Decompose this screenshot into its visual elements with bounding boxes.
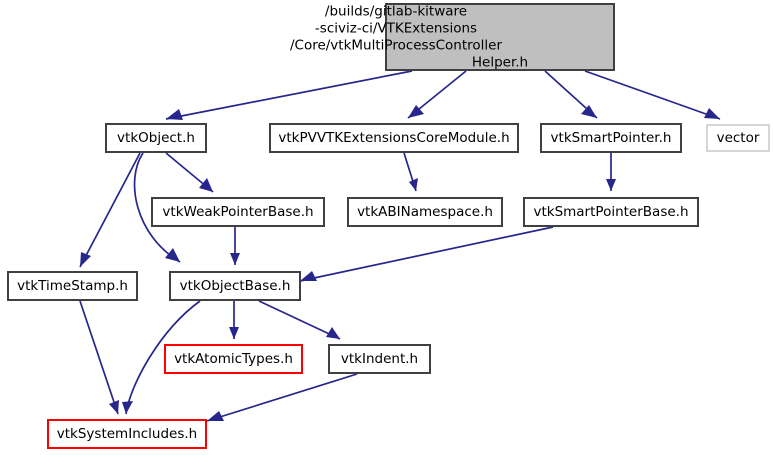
graph-edge-vtkSmartPointer-to-vtkSmartPointerBase [606, 153, 616, 191]
graph-node-vtkObject[interactable]: vtkObject.h [105, 123, 207, 153]
arrowhead-icon [300, 271, 317, 281]
edge-line [79, 300, 119, 415]
arrowhead-icon [122, 401, 133, 414]
node-box [347, 197, 503, 227]
arrowhead-icon [199, 178, 213, 192]
graph-edge-root-to-vtkObject [165, 70, 413, 120]
node-label: vector [717, 130, 760, 146]
graph-edge-vtkObject-to-vtkObjectBase [133, 152, 181, 263]
node-box [269, 123, 519, 153]
graph-edge-root-to-vector [584, 70, 721, 120]
node-box [523, 197, 699, 227]
node-box [169, 271, 301, 301]
node-box [105, 123, 207, 153]
node-label: vtkPVVTKExtensionsCoreModule.h [278, 130, 509, 146]
graph-edge-vtkPVVTKExtensionsCoreModule-to-vtkABINamespace [403, 152, 418, 192]
edge-line [258, 300, 341, 340]
node-label: vtkABINamespace.h [357, 204, 493, 220]
arrowhead-icon [165, 248, 180, 262]
node-box [47, 419, 207, 449]
arrowhead-icon [229, 327, 239, 339]
edge-line [133, 152, 181, 263]
node-box [151, 197, 325, 227]
graph-edge-vtkObjectBase-to-vtkSystemIncludes [122, 300, 201, 415]
graph-nodes: /builds/gitlab-kitware-sciviz-ci/VTKExte… [7, 3, 770, 449]
graph-edge-vtkWeakPointerBase-to-vtkObjectBase [230, 227, 240, 265]
graph-edge-root-to-vtkPVVTKExtensionsCoreModule [407, 70, 467, 119]
edge-line [299, 226, 554, 282]
node-label: vtkTimeStamp.h [17, 278, 128, 294]
node-label: /Core/vtkMultiProcessController [290, 38, 503, 54]
edge-line [165, 70, 413, 120]
node-label: vtkIndent.h [341, 351, 418, 367]
graph-edge-vtkIndent-to-vtkSystemIncludes [206, 373, 358, 422]
arrowhead-icon [408, 105, 424, 118]
graph-edge-vtkObjectBase-to-vtkIndent [258, 300, 341, 340]
edge-line [79, 152, 141, 268]
node-box [540, 123, 682, 153]
node-label: vtkWeakPointerBase.h [162, 204, 313, 220]
graph-node-vtkTimeStamp[interactable]: vtkTimeStamp.h [7, 271, 138, 301]
graph-edge-vtkSmartPointerBase-to-vtkObjectBase [299, 226, 554, 282]
arrowhead-icon [109, 400, 119, 414]
arrowhead-icon [166, 109, 183, 120]
arrowhead-icon [207, 411, 224, 421]
graph-node-vtkAtomicTypes[interactable]: vtkAtomicTypes.h [164, 344, 303, 374]
arrowhead-icon [581, 105, 597, 118]
arrowhead-icon [704, 108, 720, 119]
node-label: /builds/gitlab-kitware [325, 4, 467, 20]
node-box [385, 3, 615, 71]
arrowhead-icon [326, 327, 340, 339]
node-box [164, 344, 303, 374]
arrowhead-icon [230, 253, 240, 265]
graph-node-vtkObjectBase[interactable]: vtkObjectBase.h [169, 271, 301, 301]
node-label: vtkObject.h [117, 130, 195, 146]
node-box [706, 124, 770, 152]
graph-edge-vtkObjectBase-to-vtkAtomicTypes [229, 301, 239, 339]
graph-edge-vtkTimeStamp-to-vtkSystemIncludes [79, 300, 119, 415]
node-label: vtkAtomicTypes.h [174, 351, 293, 367]
graph-node-vtkSmartPointerBase[interactable]: vtkSmartPointerBase.h [523, 197, 699, 227]
node-label: vtkSmartPointer.h [551, 130, 672, 146]
graph-node-vtkSmartPointer[interactable]: vtkSmartPointer.h [540, 123, 682, 153]
node-label: vtkObjectBase.h [180, 278, 291, 294]
arrowhead-icon [80, 252, 91, 267]
node-label: Helper.h [472, 55, 528, 71]
graph-node-vtkABINamespace[interactable]: vtkABINamespace.h [347, 197, 503, 227]
node-box [7, 271, 138, 301]
node-label: -sciviz-ci/VTKExtensions [315, 21, 477, 37]
node-label: vtkSystemIncludes.h [57, 426, 197, 442]
graph-edges [79, 70, 721, 422]
node-label: vtkSmartPointerBase.h [533, 204, 688, 220]
node-box [328, 344, 431, 374]
graph-node-root: /builds/gitlab-kitware-sciviz-ci/VTKExte… [290, 3, 615, 71]
graph-node-vector[interactable]: vector [706, 124, 770, 152]
graph-node-vtkSystemIncludes[interactable]: vtkSystemIncludes.h [47, 419, 207, 449]
graph-node-vtkPVVTKExtensionsCoreModule[interactable]: vtkPVVTKExtensionsCoreModule.h [269, 123, 519, 153]
graph-node-vtkIndent[interactable]: vtkIndent.h [328, 344, 431, 374]
edge-line [584, 70, 721, 120]
graph-edge-vtkObject-to-vtkWeakPointerBase [165, 152, 214, 193]
arrowhead-icon [606, 179, 616, 191]
graph-edge-vtkObject-to-vtkTimeStamp [79, 152, 141, 268]
graph-edge-root-to-vtkSmartPointer [544, 70, 598, 119]
graph-node-vtkWeakPointerBase[interactable]: vtkWeakPointerBase.h [151, 197, 325, 227]
edge-line [206, 373, 358, 422]
arrowhead-icon [409, 178, 418, 191]
